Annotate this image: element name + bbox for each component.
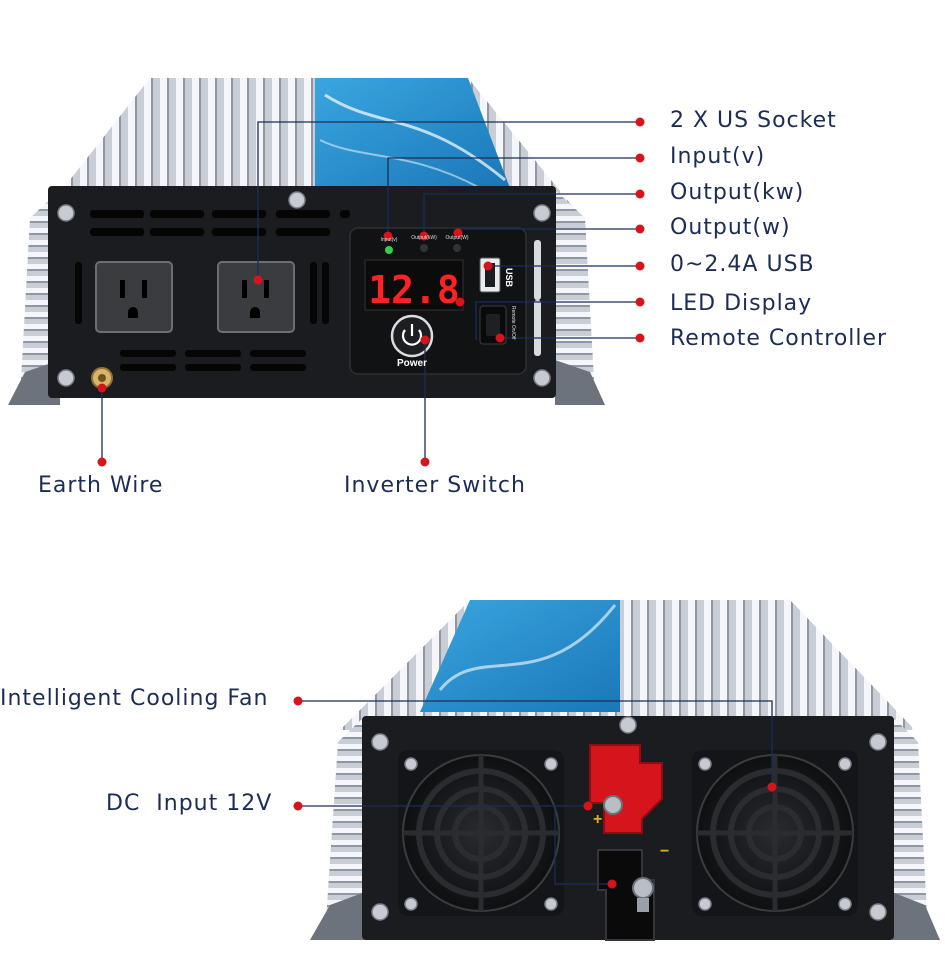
back-right-fins (892, 716, 928, 935)
back-callout-dots (293, 696, 777, 889)
plus-sign: + (593, 811, 602, 828)
callout-remote-controller: Remote Controller (670, 326, 888, 351)
product-label (315, 78, 510, 188)
top-vents (90, 210, 350, 236)
right-side-fins (555, 190, 595, 398)
callout-inverter-switch: Inverter Switch (344, 473, 526, 498)
left-foot (8, 360, 60, 405)
callout-earth-wire: Earth Wire (38, 473, 164, 498)
output-kw-indicator-led (420, 244, 428, 252)
front-callout-lines (101, 121, 640, 462)
minus-sign: − (660, 843, 669, 860)
negative-terminal (597, 849, 655, 941)
callout-us-socket: 2 X US Socket (670, 108, 837, 133)
output-w-indicator-led (453, 244, 461, 252)
led-display (364, 259, 464, 311)
right-foot (555, 360, 605, 405)
power-label: Power (397, 358, 427, 369)
callout-output-w: Output(w) (670, 215, 791, 240)
usb-label: USB (504, 268, 514, 288)
back-callout-lines (298, 700, 773, 885)
panel-screws (57, 191, 551, 387)
power-button (390, 314, 434, 358)
us-socket-2 (217, 261, 295, 333)
input-indicator-led (385, 246, 393, 254)
positive-terminal (589, 744, 663, 834)
back-panel-screws (371, 716, 887, 921)
back-right-foot (892, 892, 940, 940)
indicator-label-input: Input(v) (381, 237, 398, 243)
led-value: 12.8 (368, 268, 460, 312)
left-cooling-fan (398, 750, 564, 916)
callout-input-v: Input(v) (670, 144, 766, 169)
back-left-fins (325, 716, 365, 935)
callout-dc-input: DC Input 12V (106, 791, 273, 816)
front-inverter: 12.8 Power USB Input(v) Output(kW) Outpu… (8, 78, 645, 467)
right-cooling-fan (692, 750, 858, 916)
callout-cooling-fan: Intelligent Cooling Fan (0, 686, 269, 711)
back-left-foot (310, 892, 365, 940)
remote-port-label: Remote On/Off (510, 306, 516, 340)
callout-output-kw: Output(kw) (670, 180, 805, 205)
indicator-label-output-kw: Output(kW) (411, 235, 437, 241)
indicator-label-output-w: Output(W) (445, 235, 468, 241)
back-inverter: + − (293, 600, 940, 941)
callout-led-display: LED Display (670, 291, 813, 316)
bottom-vents (75, 262, 329, 371)
front-callout-dots (97, 117, 645, 467)
earth-wire-terminal (91, 367, 113, 389)
us-socket-1 (95, 261, 173, 333)
back-product-label (420, 600, 620, 712)
callout-usb-spec: 0~2.4A USB (670, 252, 815, 277)
